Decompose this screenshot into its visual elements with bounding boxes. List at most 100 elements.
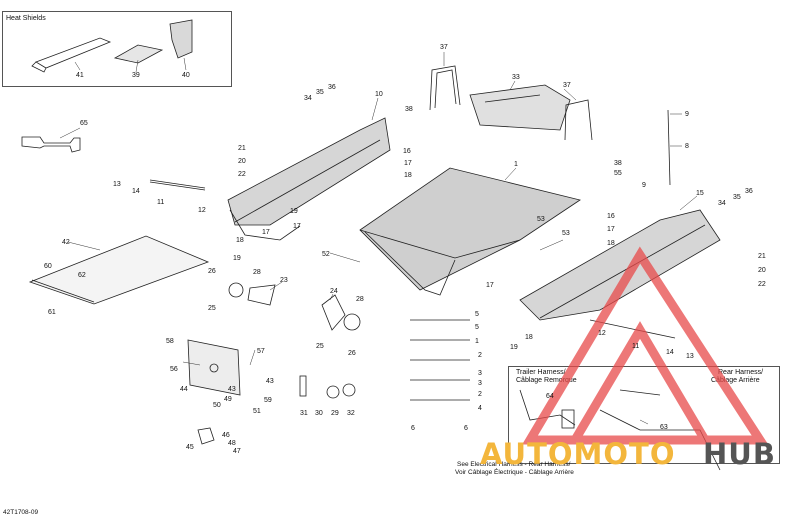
callout: 5 <box>475 311 479 318</box>
callout: 16 <box>607 213 615 220</box>
callout: 16 <box>403 148 411 155</box>
callout: 6 <box>464 425 468 432</box>
heat-shield-40 <box>169 19 193 59</box>
callout: 22 <box>758 281 766 288</box>
callout: 6 <box>411 425 415 432</box>
callout: 1 <box>475 338 479 345</box>
callout: 30 <box>315 410 323 417</box>
callout: 21 <box>758 253 766 260</box>
part-31 <box>299 375 307 397</box>
heat-shield-39 <box>113 44 164 64</box>
bracket-65 <box>21 136 81 153</box>
callout: 8 <box>685 143 689 150</box>
callout: 12 <box>598 330 606 337</box>
callout: 15 <box>696 190 704 197</box>
connector-64 <box>561 409 575 429</box>
see-note-line1: See Electrical Harness - Rear Harness/ <box>457 461 571 468</box>
callout: 48 <box>228 440 236 447</box>
bracket-23 <box>247 284 276 306</box>
callout: 31 <box>300 410 308 417</box>
callout: 36 <box>328 84 336 91</box>
callout: 14 <box>666 349 674 356</box>
part-29 <box>326 385 340 399</box>
rear-harness-title-fr: Câblage Arrière <box>711 377 760 384</box>
callout: 28 <box>356 296 364 303</box>
harness-inset <box>508 366 780 464</box>
rear-harness-title-en: Rear Harness/ <box>718 369 764 376</box>
callout: 9 <box>642 182 646 189</box>
callout: 65 <box>80 120 88 127</box>
callout: 50 <box>213 402 221 409</box>
trailer-harness-title-en: Trailer Harness/ <box>516 369 566 376</box>
callout: 26 <box>208 268 216 275</box>
callout: 38 <box>405 106 413 113</box>
callout: 2 <box>478 352 482 359</box>
callout: 18 <box>404 172 412 179</box>
callout: 60 <box>44 263 52 270</box>
left-rail-10 <box>227 117 391 226</box>
callout: 62 <box>78 272 86 279</box>
rod-8 <box>667 109 671 186</box>
callout: 35 <box>733 194 741 201</box>
callout: 17 <box>486 282 494 289</box>
callout: 42 <box>62 239 70 246</box>
callout: 36 <box>745 188 753 195</box>
callout: 58 <box>166 338 174 345</box>
callout: 47 <box>233 448 241 455</box>
callout: 43 <box>266 378 274 385</box>
callout: 9 <box>685 111 689 118</box>
callout: 35 <box>316 89 324 96</box>
callout: 13 <box>113 181 121 188</box>
callout: 1 <box>514 161 518 168</box>
bracket-45 <box>197 427 215 445</box>
callout: 45 <box>186 444 194 451</box>
watermark-text-right: HUB <box>703 437 776 471</box>
callout: 64 <box>546 393 554 400</box>
see-note-line2: Voir Câblage Électrique - Câblage Arrièr… <box>455 469 574 476</box>
callout: 33 <box>512 74 520 81</box>
callout: 53 <box>537 216 545 223</box>
callout: 11 <box>157 199 165 206</box>
callout: 53 <box>562 230 570 237</box>
bearing-26-left <box>228 282 244 298</box>
callout: 17 <box>293 223 301 230</box>
callout: 18 <box>525 334 533 341</box>
callout: 3 <box>478 370 482 377</box>
watermark-logo-icon <box>522 246 769 445</box>
watermark-text-left: AUTOMOTO <box>480 437 676 471</box>
callout: 25 <box>316 343 324 350</box>
heat-shields-inset <box>2 11 232 87</box>
drawing-number: 42T1708-09 <box>3 509 39 516</box>
callout: 41 <box>76 72 84 79</box>
callout: 40 <box>182 72 190 79</box>
callout: 59 <box>264 397 272 404</box>
callout: 23 <box>280 277 288 284</box>
callout: 18 <box>607 240 615 247</box>
tunnel-1 <box>359 167 581 291</box>
callout: 20 <box>238 158 246 165</box>
callout: 20 <box>758 267 766 274</box>
callout: 17 <box>404 160 412 167</box>
callout: 56 <box>170 366 178 373</box>
callout: 51 <box>253 408 261 415</box>
callout: 46 <box>222 432 230 439</box>
callout: 24 <box>330 288 338 295</box>
callout: 19 <box>510 344 518 351</box>
callout: 11 <box>632 343 640 350</box>
harness-63 <box>599 409 721 471</box>
callout: 21 <box>238 145 246 152</box>
callout: 17 <box>607 226 615 233</box>
callout: 29 <box>331 410 339 417</box>
callout: 26 <box>348 350 356 357</box>
floor-panel-42 <box>28 235 210 305</box>
rear-bumper-33 <box>469 84 571 131</box>
bearing-26-mid <box>343 313 361 331</box>
callout: 57 <box>257 348 265 355</box>
callout: 37 <box>563 82 571 89</box>
callout: 38 <box>614 160 622 167</box>
callout: 55 <box>614 170 622 177</box>
heat-shield-41 <box>35 37 112 69</box>
hoop-37-left <box>429 65 461 111</box>
